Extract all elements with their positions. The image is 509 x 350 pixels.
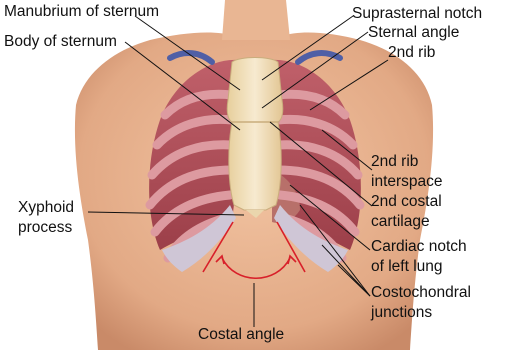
label-costochondral-line2: junctions	[371, 304, 432, 322]
label-cardiac-notch-line1: Cardiac notch	[371, 238, 467, 256]
label-2nd-rib-interspace-line2: interspace	[371, 173, 443, 191]
label-xyphoid-line2: process	[18, 219, 72, 237]
sternum	[227, 58, 283, 211]
label-costochondral-line1: Costochondral	[371, 284, 471, 302]
label-xyphoid-line1: Xyphoid	[18, 199, 74, 217]
label-sternal-angle: Sternal angle	[368, 24, 459, 42]
label-manubrium-of-sternum: Manubrium of sternum	[4, 3, 159, 21]
label-costal-angle: Costal angle	[198, 326, 284, 344]
neck	[222, 0, 290, 40]
label-2nd-rib: 2nd rib	[388, 44, 435, 62]
label-2nd-costal-cartilage-line1: 2nd costal	[371, 193, 442, 211]
label-suprasternal-notch: Suprasternal notch	[352, 5, 482, 23]
label-2nd-costal-cartilage-line2: cartilage	[371, 213, 430, 231]
label-cardiac-notch-line2: of left lung	[371, 258, 443, 276]
label-2nd-rib-interspace-line1: 2nd rib	[371, 153, 418, 171]
label-body-of-sternum: Body of sternum	[4, 33, 117, 51]
